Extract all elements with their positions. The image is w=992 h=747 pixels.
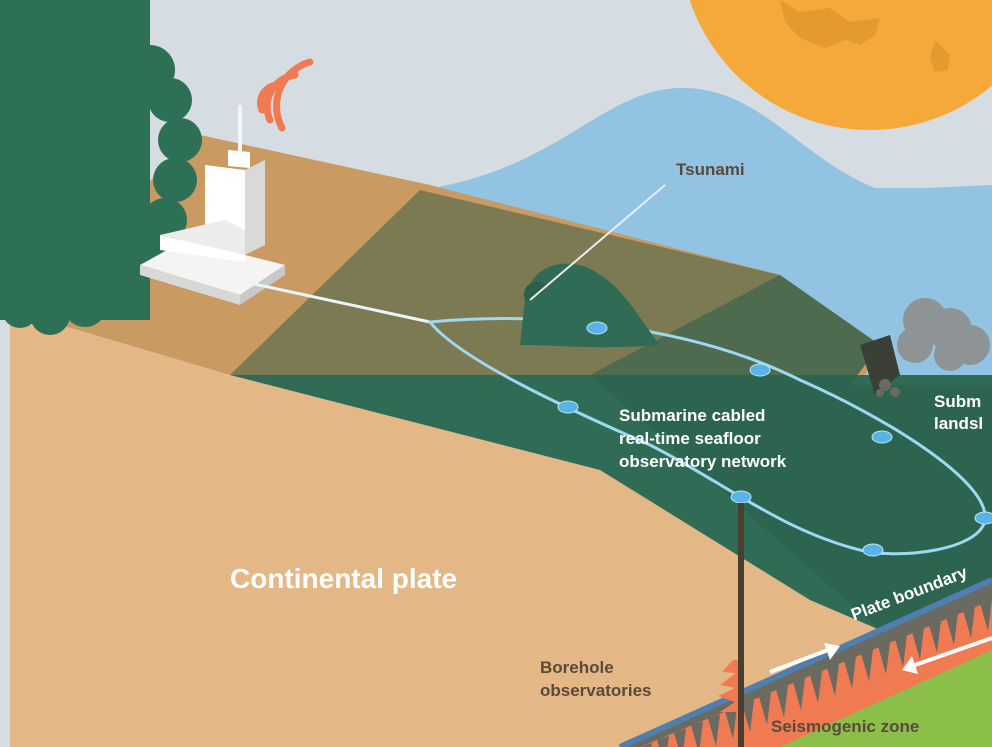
sun-globe [689,0,992,130]
continental-land [10,310,920,747]
borehole-label: Borehole observatories [540,656,652,702]
network-label-line: real-time seafloor [619,429,761,448]
observatory-node [586,321,608,335]
observatory-node [974,511,992,525]
arrow-right-icon [769,643,840,674]
landslide-cliff [860,335,900,395]
tsunami-label: Tsunami [676,160,745,179]
landslide-debris [876,379,900,397]
landslide-label-line: landsl [934,414,984,433]
observatory-nodes [557,321,992,557]
radio-signal-icon [257,58,314,132]
land-station-building [140,105,285,305]
network-label-line: Submarine cabled [619,406,766,425]
network-label-line: observatory network [619,452,787,471]
continental-plate-label: Continental plate [230,563,458,594]
borehole-label-line: Borehole [540,658,614,677]
observatory-node [749,363,771,377]
tsunami-leader [529,184,666,301]
landslide-label: Subm landsl [934,391,983,435]
network-label: Submarine cabled real-time seafloor obse… [619,404,786,473]
observatory-node [871,430,893,444]
observatory-node [862,543,884,557]
observatory-node [730,490,752,504]
shore-cable [244,280,431,324]
seismic-burst-icon [718,660,738,712]
landslide-cloud [897,298,990,371]
borehole-label-line: observatories [540,681,652,700]
arrow-left-icon [902,636,992,674]
tree [0,0,202,335]
landslide-label-line: Subm [934,392,982,411]
observatory-cable-loop [427,317,987,556]
seismogenic-zone-label: Seismogenic zone [771,717,920,736]
observatory-node [557,400,579,414]
borehole-shaft [738,503,744,747]
tsunami-curl [520,263,660,348]
